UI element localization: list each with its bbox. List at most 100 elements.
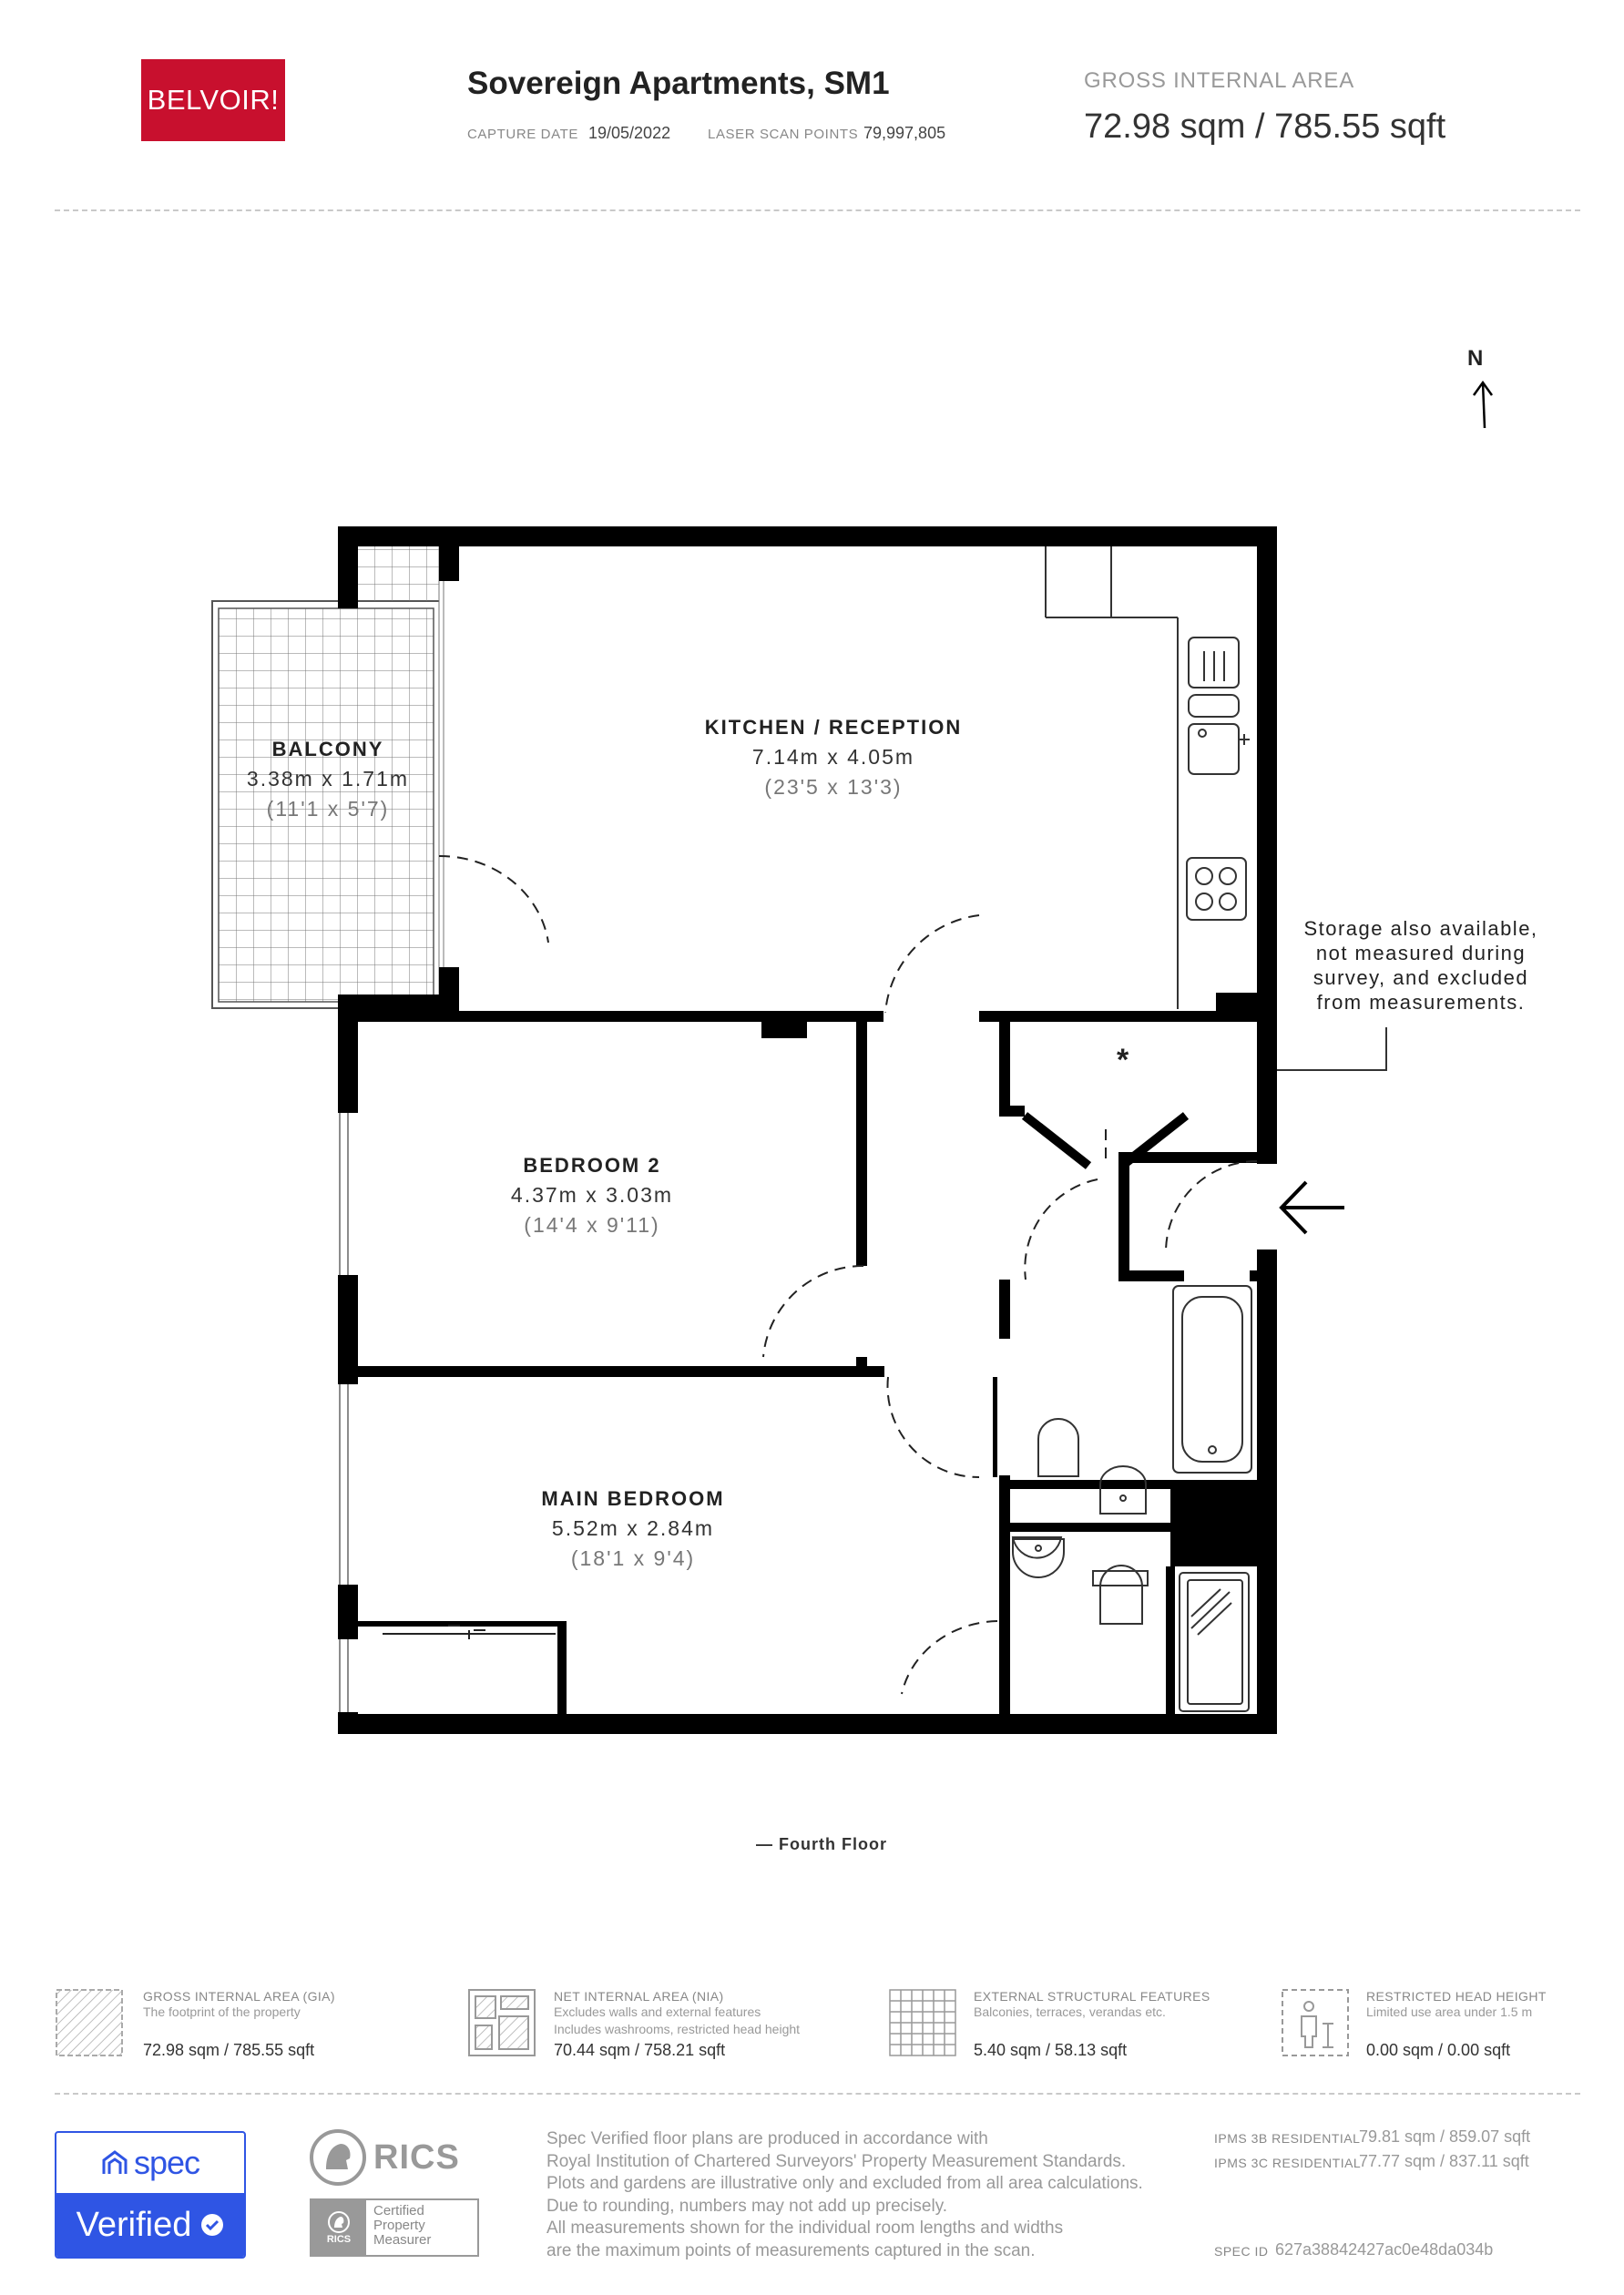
disclaimer-line: are the maximum points of measurements c… [546, 2240, 1036, 2260]
exterior-walls [338, 526, 1277, 1734]
legend-title: GROSS INTERNAL AREA (GIA) [143, 1989, 335, 2004]
storage-cupboard [999, 1106, 1190, 1169]
footer-divider [55, 2093, 1580, 2095]
storage-marker: * [1117, 1043, 1129, 1077]
certified-line: Certified [373, 2203, 424, 2218]
spec-id-value: 627a38842427ac0e48da034b [1275, 2240, 1494, 2259]
room-imperial: (23'5 x 13'3) [764, 775, 903, 799]
legend-restricted: RESTRICTED HEAD HEIGHT Limited use area … [1366, 1989, 1547, 2060]
scan-points-value: 79,997,805 [863, 124, 946, 142]
legend-sub: Excludes walls and external features [554, 2004, 761, 2019]
gia-header-value: 72.98 sqm / 785.55 sqft [1084, 107, 1446, 146]
disclaimer-line: Plots and gardens are illustrative only … [546, 2174, 1143, 2193]
gia-header-label: GROSS INTERNAL AREA [1084, 68, 1355, 93]
storage-note: Storage also available, not measured dur… [1284, 916, 1558, 1015]
certified-text: Certified Property Measurer [366, 2200, 431, 2255]
room-imperial: (11'1 x 5'7) [266, 797, 390, 821]
kitchen-units [1045, 546, 1250, 1009]
room-imperial: (14'4 x 9'11) [524, 1213, 660, 1237]
verified-bar: Verified [56, 2193, 244, 2257]
rics-small-logo: RICS [312, 2200, 366, 2255]
spec-verified-badge: spec Verified [55, 2131, 246, 2259]
room-label-main-bedroom: MAIN BEDROOM 5.52m x 2.84m (18'1 x 9'4) [510, 1487, 756, 1571]
rics-certified-badge: RICS Certified Property Measurer [310, 2198, 479, 2257]
disclaimer: Spec Verified floor plans are produced i… [546, 2128, 1143, 2262]
spec-logo: spec [56, 2133, 244, 2193]
entrance-arrow-icon [1279, 1180, 1344, 1235]
interior-walls [358, 993, 1259, 1734]
certified-line: Property [373, 2218, 425, 2233]
room-label-balcony: BALCONY 3.38m x 1.71m (11'1 x 5'7) [228, 738, 428, 821]
storage-note-line: not measured during [1315, 942, 1527, 964]
room-metric: 5.52m x 2.84m [551, 1516, 715, 1540]
legend-title: RESTRICTED HEAD HEIGHT [1366, 1989, 1547, 2004]
rics-small-lion-icon [328, 2211, 350, 2233]
rics-word: RICS [373, 2137, 460, 2177]
room-name: BALCONY [271, 738, 384, 760]
wardrobe [383, 1625, 556, 1639]
legend-title: NET INTERNAL AREA (NIA) [554, 1989, 724, 2004]
spec-id-label: SPEC ID [1214, 2244, 1269, 2259]
capture-date-value: 19/05/2022 [588, 124, 671, 142]
nia-legend-icon [468, 1989, 536, 2056]
room-metric: 3.38m x 1.71m [246, 767, 410, 790]
spec-house-icon [102, 2150, 128, 2174]
legend-sub: Limited use area under 1.5 m [1366, 2004, 1533, 2019]
legend-value: 72.98 sqm / 785.55 sqft [143, 2041, 315, 2059]
legend-nia: NET INTERNAL AREA (NIA) Excludes walls a… [554, 1989, 800, 2060]
ipms3b-value: 79.81 sqm / 859.07 sqft [1359, 2127, 1531, 2146]
check-badge-icon [201, 2214, 224, 2236]
storage-note-leader [1277, 1027, 1387, 1071]
bathroom-fittings [1011, 1285, 1252, 1712]
disclaimer-line: Royal Institution of Chartered Surveyors… [546, 2151, 1127, 2171]
certified-line: Measurer [373, 2232, 432, 2248]
floor-label: — Fourth Floor [756, 1835, 887, 1853]
capture-date-label: CAPTURE DATE [467, 127, 578, 142]
balcony-area [211, 546, 444, 1009]
restricted-height-legend-icon [1282, 1989, 1349, 2056]
property-title: Sovereign Apartments, SM1 [467, 66, 890, 101]
disclaimer-line: Spec Verified floor plans are produced i… [546, 2129, 988, 2148]
verified-word: Verified [76, 2205, 192, 2244]
door-swings [438, 854, 1258, 1695]
scan-points-label: LASER SCAN POINTS [708, 127, 859, 142]
legend-value: 0.00 sqm / 0.00 sqft [1366, 2041, 1511, 2059]
room-name: BEDROOM 2 [523, 1154, 661, 1177]
room-imperial: (18'1 x 9'4) [570, 1546, 696, 1570]
header-divider [55, 209, 1580, 211]
belvoir-logo: BELVOIR! [141, 59, 285, 141]
room-label-kitchen: KITCHEN / RECEPTION 7.14m x 4.05m (23'5 … [651, 716, 1016, 800]
legend-title: EXTERNAL STRUCTURAL FEATURES [974, 1989, 1210, 2004]
legend-value: 5.40 sqm / 58.13 sqft [974, 2041, 1128, 2059]
room-label-bedroom2: BEDROOM 2 4.37m x 3.03m (14'4 x 9'11) [474, 1154, 710, 1238]
legend-sub: The footprint of the property [143, 2004, 301, 2019]
logo-text: BELVOIR! [147, 84, 280, 116]
legend-value: 70.44 sqm / 758.21 sqft [554, 2041, 726, 2059]
room-metric: 4.37m x 3.03m [510, 1183, 674, 1207]
room-name: MAIN BEDROOM [541, 1487, 725, 1510]
west-glazing [339, 1113, 349, 1712]
legend-external: EXTERNAL STRUCTURAL FEATURES Balconies, … [974, 1989, 1210, 2060]
rics-logo: RICS [310, 2129, 460, 2186]
storage-note-line: Storage also available, [1303, 917, 1538, 940]
legend-sub: Balconies, terraces, verandas etc. [974, 2004, 1166, 2019]
legend-sub: Includes washrooms, restricted head heig… [554, 2022, 801, 2036]
ipms3c-label: IPMS 3C RESIDENTIAL [1214, 2156, 1362, 2170]
disclaimer-line: All measurements shown for the individua… [546, 2218, 1064, 2238]
spec-word: spec [133, 2144, 200, 2181]
rics-lion-icon [310, 2129, 366, 2186]
storage-note-line: survey, and excluded [1312, 966, 1529, 989]
gia-legend-icon [56, 1989, 123, 2056]
ipms3c-value: 77.77 sqm / 837.11 sqft [1359, 2152, 1529, 2170]
north-arrow-icon [1472, 380, 1494, 429]
disclaimer-line: Due to rounding, numbers may not add up … [546, 2196, 948, 2216]
north-label: N [1467, 346, 1484, 371]
external-features-legend-icon [889, 1989, 956, 2056]
legend-gia: GROSS INTERNAL AREA (GIA) The footprint … [143, 1989, 335, 2060]
storage-note-line: from measurements. [1316, 991, 1526, 1014]
rics-small-word: RICS [326, 2234, 352, 2245]
ipms3b-label: IPMS 3B RESIDENTIAL [1214, 2131, 1361, 2146]
room-metric: 7.14m x 4.05m [751, 745, 915, 769]
room-name: KITCHEN / RECEPTION [704, 716, 963, 739]
